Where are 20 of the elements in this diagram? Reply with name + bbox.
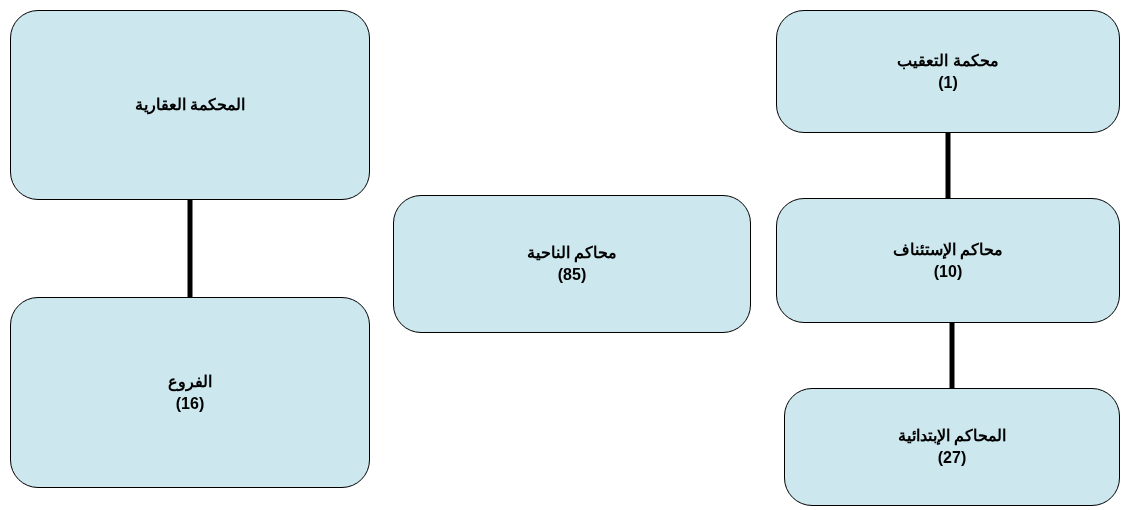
court-box bbox=[784, 388, 1120, 506]
court-box bbox=[10, 297, 370, 488]
court-box bbox=[776, 10, 1120, 133]
court-name: المحاكم الإبتدائية bbox=[897, 426, 1007, 447]
court-count: (85) bbox=[557, 265, 587, 285]
court-box bbox=[10, 10, 370, 200]
court-box bbox=[393, 195, 751, 333]
court-count: (1) bbox=[938, 72, 958, 93]
connector-line bbox=[187, 200, 193, 297]
court-name: محكمة التعقيب bbox=[897, 50, 999, 72]
court-box bbox=[776, 198, 1120, 323]
connector-line bbox=[949, 323, 955, 388]
court-name: محاكم الناحية bbox=[526, 243, 618, 264]
court-name: المحكمة العقارية bbox=[134, 95, 246, 116]
court-count: (27) bbox=[937, 448, 967, 468]
connector-line bbox=[945, 133, 951, 198]
court-count: (16) bbox=[175, 393, 205, 414]
court-count: (10) bbox=[933, 261, 963, 282]
court-name: الفروع bbox=[168, 371, 212, 393]
court-name: محاكم الإستئناف bbox=[892, 239, 1004, 261]
